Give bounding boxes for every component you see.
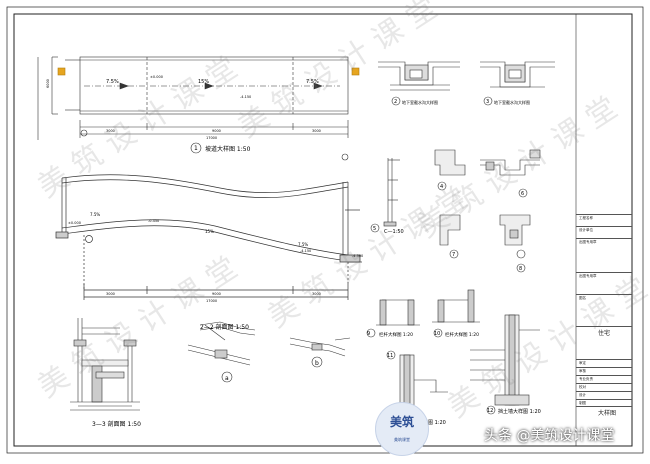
section-slope-2: 15%	[205, 229, 214, 234]
section-3-title: 3—3 剖面图 1:50	[92, 420, 141, 428]
tb-row: 设计	[576, 391, 632, 399]
railing-details	[367, 290, 480, 337]
credit-watermark: 头条 @美筑设计课堂	[484, 425, 614, 445]
trench-details	[378, 62, 555, 105]
marker-3: 3	[486, 99, 489, 105]
marker-a: a	[225, 375, 229, 382]
section-elev-4: -4.500	[352, 254, 363, 258]
wall-detail-title: 挡土墙大样图 1:20	[498, 408, 541, 415]
brand-logo: 美筑 美筑课堂	[375, 402, 429, 456]
tb-row: 审核	[576, 367, 632, 375]
title-block: 工程名称 设计单位 出图专用章 出图专用章 图名 住宅 审定 审核 专业负责 校…	[576, 14, 632, 446]
slope-label-3: 7.5%	[306, 79, 319, 85]
tb-unit-stamp: 出图专用章	[576, 272, 632, 283]
marker-4: 4	[440, 184, 443, 190]
slope-label-2: 15%	[198, 79, 209, 85]
tb-design-unit: 设计单位	[576, 226, 632, 237]
section-dim-overall: 17000	[206, 299, 217, 303]
marker-10: 10	[434, 331, 440, 337]
railing-title-9: 栏杆大样图 1:20	[379, 331, 413, 338]
wall-details	[387, 315, 540, 414]
trench-title-2: 地下室截水沟大样图	[402, 99, 438, 105]
marker-11: 11	[387, 353, 393, 359]
section-elev-1: ±0.000	[68, 221, 81, 225]
ramp-plan-title: 坡道大样图 1:50	[205, 145, 251, 153]
trench-title-3: 地下室截水沟大样图	[494, 99, 530, 105]
logo-top-text: 美筑	[376, 413, 428, 430]
marker-6: 6	[521, 191, 524, 197]
marker-2: 2	[394, 99, 397, 105]
section-dim-mid: 9000	[212, 292, 221, 296]
plan-dim-overall: 17000	[206, 136, 217, 140]
section-3-3	[70, 318, 350, 410]
plan-elev-1: ±0.000	[150, 75, 163, 79]
section-elev-3: -4.150	[300, 249, 311, 253]
tb-row: 审定	[576, 359, 632, 367]
section-dim-left: 3000	[106, 292, 115, 296]
plan-dim-height: 6000	[46, 79, 50, 88]
section-2-title: 2—2 剖面图 1:50	[200, 323, 249, 331]
marker-1: 1	[194, 145, 198, 152]
marker-9: 9	[367, 331, 370, 337]
plan-elev-2: -4.150	[240, 95, 251, 99]
tb-drawing-name-label: 图名	[576, 294, 632, 305]
tb-drawing-name: 住宅	[576, 326, 632, 345]
plan-dim-right: 3000	[312, 129, 321, 133]
ramp-section	[56, 175, 362, 300]
section-slope-3: 7.5%	[298, 242, 308, 247]
section-dim-right: 3000	[312, 292, 321, 296]
marker-5: 5	[373, 226, 376, 232]
ramp-plan	[38, 57, 359, 160]
marker-b: b	[315, 360, 319, 367]
plan-dim-left: 3000	[106, 129, 115, 133]
railing-title-10: 栏杆大样图 1:20	[445, 331, 479, 338]
section-slope-1: 7.5%	[90, 212, 100, 217]
marker-7: 7	[452, 252, 455, 258]
marker-12: 12	[487, 408, 493, 414]
small-details	[371, 150, 540, 272]
plan-dim-mid: 9000	[212, 129, 221, 133]
slope-label-1: 7.5%	[106, 79, 119, 85]
logo-bottom-text: 美筑课堂	[376, 437, 428, 443]
marker-8: 8	[519, 266, 522, 272]
tb-row: 校对	[576, 383, 632, 391]
section-elev-2: -0.450	[148, 219, 159, 223]
tb-project: 工程名称	[576, 214, 632, 225]
tb-row: 专业负责	[576, 375, 632, 383]
section-c-title: C—1:50	[384, 229, 404, 235]
tb-stamp: 出图专用章	[576, 238, 632, 271]
